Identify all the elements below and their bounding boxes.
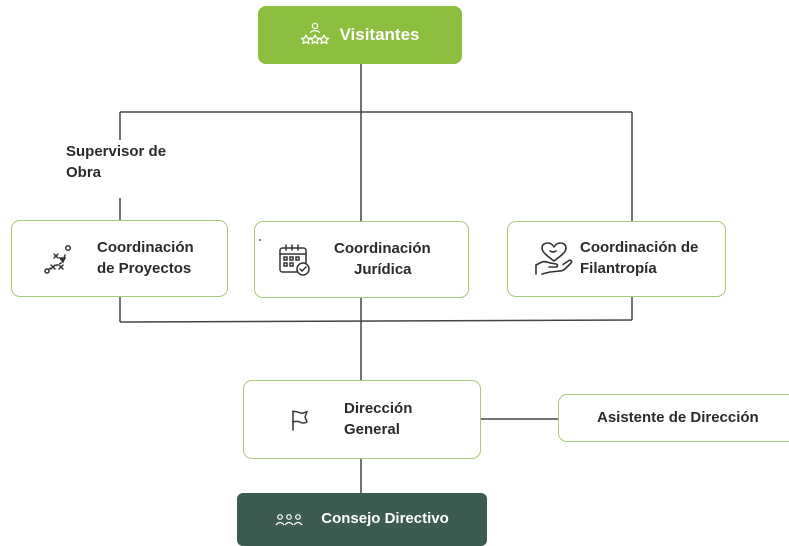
flag-icon <box>290 409 310 431</box>
juridica-line2: Jurídica <box>354 260 412 278</box>
proyectos-line1: Coordinación <box>97 238 194 256</box>
juridica-line1: Coordinación <box>334 239 431 257</box>
stray-dot <box>259 239 261 241</box>
heart-hand-icon <box>534 241 574 277</box>
node-visitantes: Visitantes <box>258 6 462 64</box>
visitantes-label: Visitantes <box>339 25 420 45</box>
consejo-label: Consejo Directivo <box>321 510 449 528</box>
filantropia-line1: Coordinación de <box>580 239 699 257</box>
connector-bottom-bus <box>119 319 633 323</box>
direccion-line2: General <box>344 420 400 438</box>
node-direccion-general: Dirección General <box>243 380 481 459</box>
proyectos-line2: de Proyectos <box>97 259 192 277</box>
calendar-check-icon <box>278 243 312 277</box>
node-consejo-directivo: Consejo Directivo <box>237 493 487 546</box>
direccion-text: Dirección General <box>344 399 412 440</box>
supervisor-de-obra-label: Supervisor de Obra <box>66 141 186 184</box>
node-coordinacion-filantropia: Coordinación de Filantropía <box>507 221 726 297</box>
proyectos-text: Coordinación de Proyectos <box>97 238 194 279</box>
node-coordinacion-proyectos: Coordinación de Proyectos <box>11 220 228 297</box>
strategy-icon <box>44 243 74 275</box>
group-icon <box>275 513 303 527</box>
node-asistente-direccion: Asistente de Dirección <box>558 394 789 442</box>
juridica-text: Coordinación Jurídica <box>334 239 431 280</box>
filantropia-text: Coordinación de Filantropía <box>580 238 698 279</box>
direccion-line1: Dirección <box>344 399 413 417</box>
asistente-label: Asistente de Dirección <box>597 408 759 426</box>
supervisor-line2: Obra <box>66 164 102 182</box>
filantropia-line2: Filantropía <box>580 260 657 277</box>
stars-icon <box>300 22 330 48</box>
supervisor-line1: Supervisor de <box>66 143 167 160</box>
node-coordinacion-juridica: Coordinación Jurídica <box>254 221 469 298</box>
